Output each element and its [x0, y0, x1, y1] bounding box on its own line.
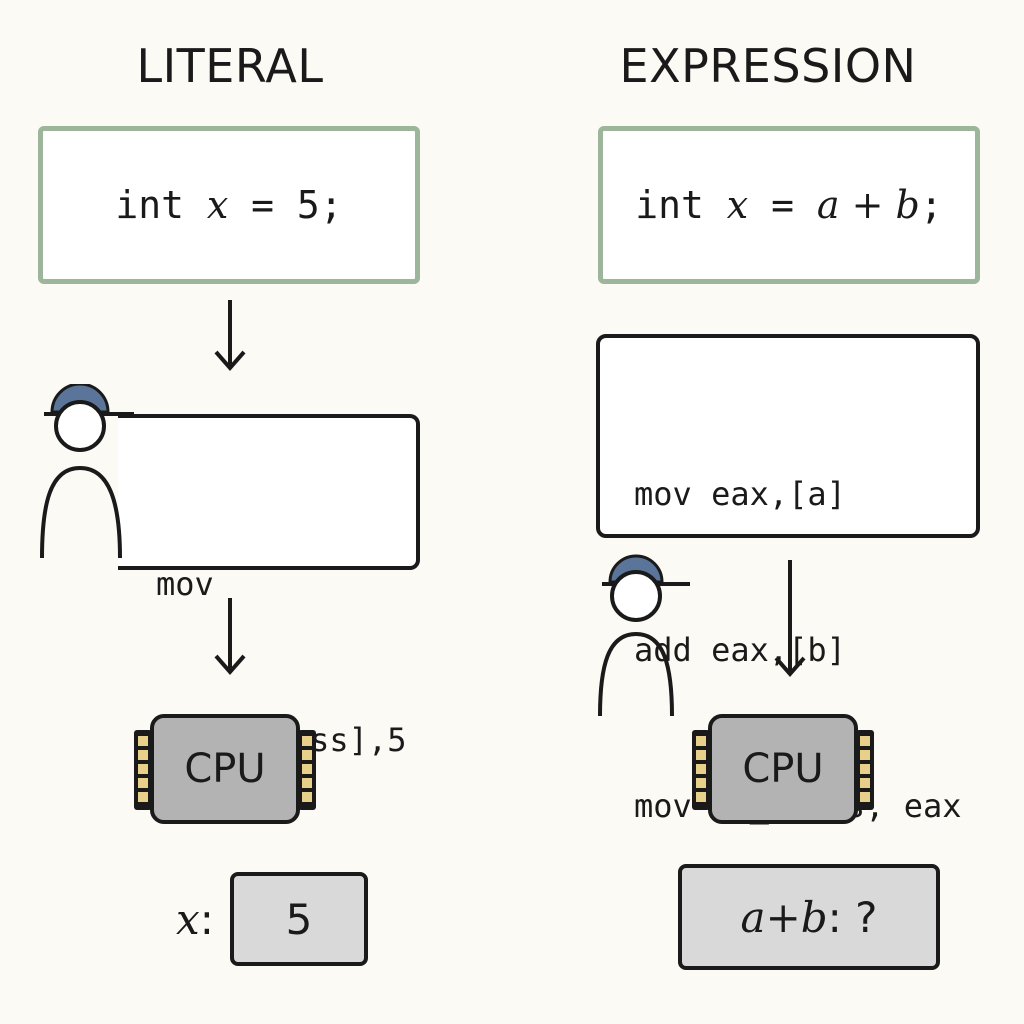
literal-title: LITERAL [136, 39, 324, 93]
result-sep: : [199, 895, 214, 944]
worker-icon [598, 554, 690, 717]
expression-asm-box: mov eax,[a] add eax,[b] mov [x_addrs, ea… [596, 334, 980, 825]
down-arrow-icon [214, 300, 246, 372]
code-var: x [726, 183, 749, 227]
literal-value-box: 5 [230, 872, 368, 966]
cpu-chip-icon [692, 714, 874, 824]
asm-line: mov eax,[a] [634, 475, 846, 513]
expression-title: EXPRESSION [619, 39, 917, 93]
cpu-chip-icon [134, 714, 316, 824]
result-label: x: [176, 892, 214, 948]
code-keyword: int [635, 183, 704, 227]
worker-icon [40, 384, 134, 559]
code-keyword: int [115, 183, 184, 227]
result-var: x [176, 895, 200, 944]
literal-code-box: int x = 5; [38, 126, 420, 284]
result-expr: a+b [740, 892, 828, 942]
expression-value-box: a+b: ? [678, 864, 940, 970]
literal-asm-box: mov [x_address],5 [118, 414, 420, 759]
down-arrow-icon [214, 598, 246, 676]
code-var: x [206, 183, 229, 227]
cpu-label: CPU [742, 746, 824, 792]
code-eq: = [748, 183, 817, 227]
expression-code-box: int x = a + b; [598, 126, 980, 284]
cpu-label: CPU [184, 746, 266, 792]
code-rest: = 5; [228, 183, 343, 227]
code-end: ; [919, 183, 943, 227]
code-expr: a + b [816, 183, 920, 227]
asm-line: mov [156, 565, 214, 603]
result-rest: : ? [827, 892, 878, 942]
down-arrow-icon [774, 560, 806, 678]
